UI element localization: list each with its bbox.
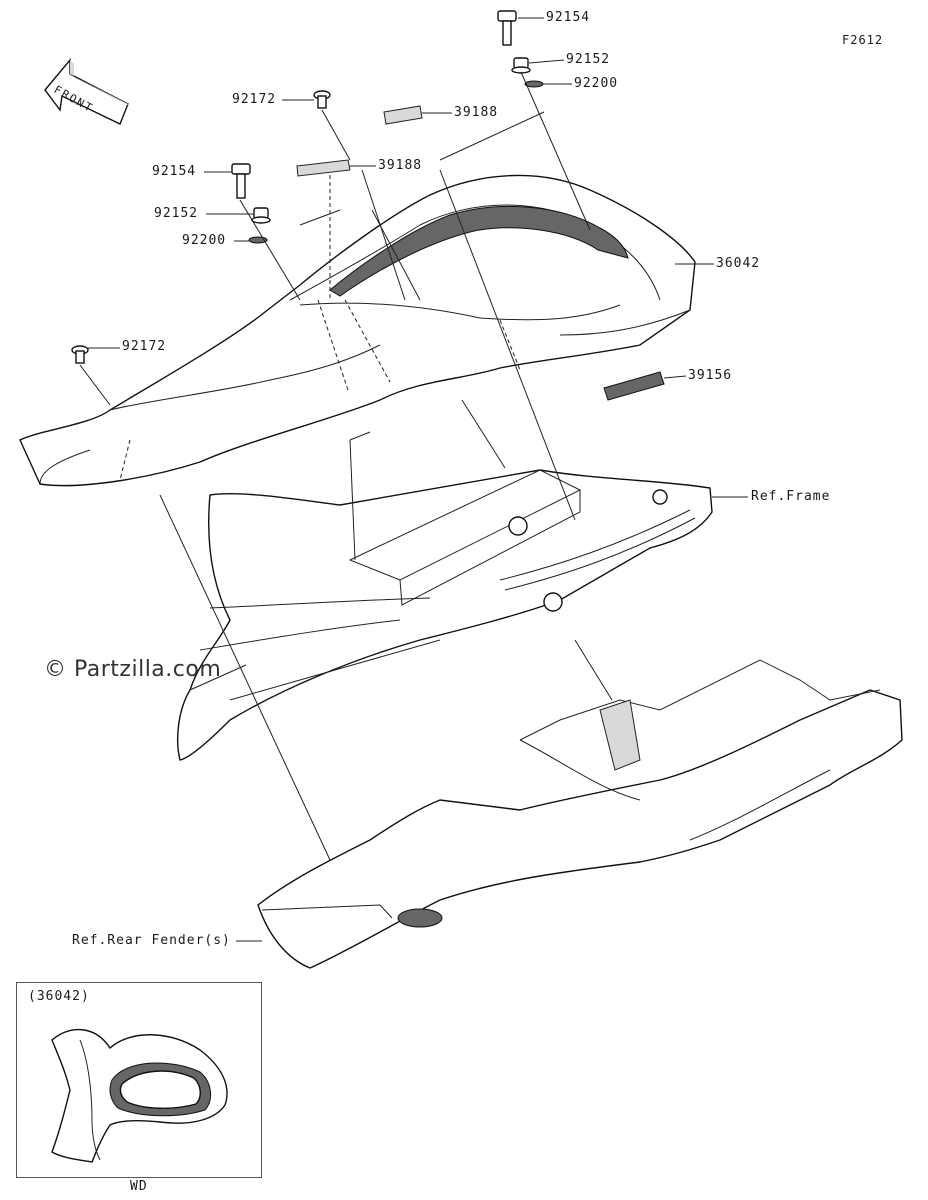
part-label-36042[interactable]: 36042 <box>716 256 761 271</box>
seat-cover-36042 <box>19 174 696 487</box>
part-label-92200-upper[interactable]: 92200 <box>574 76 619 91</box>
part-label-92200-left[interactable]: 92200 <box>182 233 227 248</box>
part-label-39188-upper[interactable]: 39188 <box>454 105 499 120</box>
leader-lines <box>79 17 748 861</box>
bolt-92154-upper <box>497 10 517 46</box>
part-label-92152-upper[interactable]: 92152 <box>566 52 611 67</box>
rear-fender-reference <box>257 659 903 969</box>
reference-rear-fender-label: Ref.Rear Fender(s) <box>72 933 231 948</box>
copyright-text: © Partzilla.com <box>44 657 222 682</box>
part-label-39188-lower[interactable]: 39188 <box>378 158 423 173</box>
inset-seat-cover-drawing <box>51 1028 228 1163</box>
reference-frame-label: Ref.Frame <box>751 489 831 504</box>
washer-92200-left <box>248 236 268 244</box>
screw-92172-upper <box>313 90 331 109</box>
part-label-92172-lower[interactable]: 92172 <box>122 339 167 354</box>
part-label-92154-upper[interactable]: 92154 <box>546 10 591 25</box>
figure-code: F2612 <box>842 33 884 47</box>
bolt-92154-left <box>231 163 251 199</box>
inset-box <box>16 982 262 1178</box>
label-39156 <box>603 371 665 401</box>
part-label-92154-left[interactable]: 92154 <box>152 164 197 179</box>
label-39188-upper <box>383 105 423 125</box>
part-label-92152-left[interactable]: 92152 <box>154 206 199 221</box>
label-39188-lower <box>296 159 351 177</box>
frame-reference <box>177 469 713 761</box>
screw-92172-lower <box>71 345 89 364</box>
inset-label: (36042) <box>28 989 90 1004</box>
part-label-39156[interactable]: 39156 <box>688 368 733 383</box>
collar-92152-upper <box>511 57 531 74</box>
collar-92152-left <box>251 207 271 224</box>
part-label-92172-upper[interactable]: 92172 <box>232 92 277 107</box>
inset-caption: WD <box>130 1179 148 1194</box>
front-arrow-icon <box>44 58 130 125</box>
